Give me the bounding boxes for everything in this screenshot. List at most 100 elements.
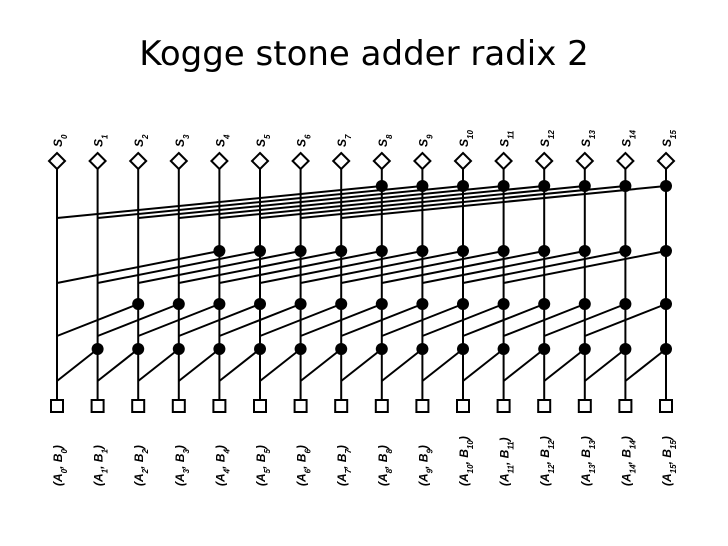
sum-output-diamond-11 xyxy=(494,151,514,171)
black-cell-node-stage3-bit10 xyxy=(457,245,469,257)
black-cell-node-stage2-bit4 xyxy=(213,298,226,310)
carry-link-stage4-bit11 xyxy=(178,185,504,219)
sum-output-diamond-14 xyxy=(615,151,635,171)
carry-link-stage1-bit13 xyxy=(543,348,586,382)
black-cell-node-stage4-bit10 xyxy=(457,180,469,192)
input-square-12 xyxy=(537,399,552,413)
carry-link-stage1-bit2 xyxy=(96,348,139,382)
carry-link-stage3-bit14 xyxy=(462,250,626,284)
carry-link-stage3-bit15 xyxy=(503,250,667,284)
input-square-5 xyxy=(253,399,267,413)
carry-link-stage3-bit4 xyxy=(56,250,220,284)
carry-link-stage4-bit15 xyxy=(341,185,667,219)
carry-link-stage2-bit3 xyxy=(97,303,180,337)
carry-link-stage4-bit8 xyxy=(56,185,382,219)
output-label-12: S12 xyxy=(538,130,556,147)
sum-output-diamond-3 xyxy=(169,151,189,171)
black-cell-node-stage2-bit15 xyxy=(660,298,672,310)
black-cell-node-stage1-bit3 xyxy=(172,343,185,355)
output-label-2: S2 xyxy=(132,134,150,147)
sum-output-diamond-6 xyxy=(291,151,311,171)
black-cell-node-stage2-bit9 xyxy=(416,298,429,310)
black-cell-node-stage3-bit14 xyxy=(619,245,632,257)
black-cell-node-stage4-bit11 xyxy=(497,180,510,192)
black-cell-node-stage3-bit4 xyxy=(213,245,226,257)
black-cell-node-stage2-bit14 xyxy=(619,298,632,310)
wire-layer xyxy=(56,160,667,400)
diagram-title: Kogge stone adder radix 2 xyxy=(139,34,589,74)
carry-link-stage2-bit10 xyxy=(381,303,464,337)
input-label-3: (A3, B3) xyxy=(173,445,191,486)
output-label-1: S1 xyxy=(92,134,110,147)
black-cell-node-stage4-bit9 xyxy=(416,180,429,192)
black-cell-node-stage2-bit5 xyxy=(254,298,266,310)
carry-link-stage1-bit7 xyxy=(299,348,342,382)
input-square-8 xyxy=(374,399,389,413)
output-label-9: S9 xyxy=(416,134,434,147)
output-label-15: S15 xyxy=(660,130,678,147)
black-cell-node-stage4-bit8 xyxy=(375,180,388,192)
carry-link-stage4-bit9 xyxy=(97,185,423,219)
sum-output-diamond-10 xyxy=(453,151,473,171)
carry-link-stage2-bit11 xyxy=(422,303,504,337)
black-cell-node-stage2-bit10 xyxy=(457,298,469,310)
input-square-7 xyxy=(334,399,349,413)
black-cell-node-stage1-bit14 xyxy=(619,343,632,355)
input-square-2 xyxy=(131,399,146,413)
black-cell-node-stage2-bit11 xyxy=(497,298,510,310)
carry-link-stage3-bit5 xyxy=(97,250,261,284)
black-cell-node-stage3-bit8 xyxy=(375,245,388,257)
sum-output-diamond-5 xyxy=(250,151,270,171)
black-cell-node-stage3-bit9 xyxy=(416,245,429,257)
sum-output-diamond-0 xyxy=(47,151,67,171)
input-label-4: (A4, B4) xyxy=(213,445,231,486)
black-cell-node-stage4-bit14 xyxy=(619,180,632,192)
black-cell-node-stage1-bit4 xyxy=(213,343,226,355)
input-square-0 xyxy=(50,399,64,413)
carry-link-stage2-bit9 xyxy=(340,303,423,337)
carry-link-stage2-bit15 xyxy=(584,303,667,337)
output-label-0: S0 xyxy=(51,134,69,147)
carry-link-stage1-bit1 xyxy=(56,348,99,382)
carry-link-stage3-bit9 xyxy=(259,250,423,284)
input-label-9: (A9, B9) xyxy=(416,445,434,486)
carry-link-stage1-bit4 xyxy=(178,348,221,382)
input-square-14 xyxy=(618,399,633,413)
input-label-0: (A0, B0) xyxy=(51,445,69,486)
black-cell-node-stage2-bit2 xyxy=(132,298,145,310)
black-cell-node-stage1-bit10 xyxy=(457,343,469,355)
carry-link-stage1-bit10 xyxy=(421,348,464,382)
black-cell-node-stage3-bit7 xyxy=(335,245,348,257)
black-cell-node-stage1-bit11 xyxy=(497,343,510,355)
carry-link-stage4-bit12 xyxy=(219,185,545,219)
black-cell-node-stage2-bit8 xyxy=(375,298,388,310)
input-label-5: (A5, B5) xyxy=(254,445,272,486)
label-layer: S0S1S2S3S4S5S6S7S8S9S10S11S12S13S14S15(A… xyxy=(51,130,678,486)
black-cell-node-stage4-bit15 xyxy=(660,180,672,192)
black-cell-node-stage1-bit8 xyxy=(375,343,388,355)
sum-output-diamond-8 xyxy=(372,151,392,171)
input-label-1: (A1, B1) xyxy=(92,445,110,486)
black-cell-node-stage1-bit6 xyxy=(294,343,307,355)
sum-output-diamond-1 xyxy=(88,151,108,171)
black-cell-node-stage1-bit2 xyxy=(132,343,145,355)
carry-link-stage3-bit12 xyxy=(381,250,545,284)
output-label-4: S4 xyxy=(213,134,231,147)
carry-link-stage2-bit14 xyxy=(543,303,626,337)
carry-link-stage2-bit7 xyxy=(259,303,342,337)
black-cell-node-stage4-bit13 xyxy=(578,180,591,192)
carry-link-stage1-bit5 xyxy=(218,348,261,382)
black-cell-node-stage1-bit5 xyxy=(254,343,266,355)
black-cell-node-stage3-bit11 xyxy=(497,245,510,257)
carry-link-stage1-bit11 xyxy=(462,348,505,382)
input-label-8: (A8, B8) xyxy=(376,445,394,486)
black-cell-node-stage1-bit13 xyxy=(578,343,591,355)
input-label-7: (A7, B7) xyxy=(335,445,353,486)
carry-link-stage4-bit10 xyxy=(138,185,464,219)
black-cell-node-stage3-bit15 xyxy=(660,245,672,257)
black-cell-node-stage4-bit12 xyxy=(538,180,551,192)
carry-link-stage2-bit4 xyxy=(137,303,220,337)
node-layer xyxy=(47,151,676,413)
output-label-14: S14 xyxy=(619,130,637,147)
input-square-3 xyxy=(171,399,186,413)
